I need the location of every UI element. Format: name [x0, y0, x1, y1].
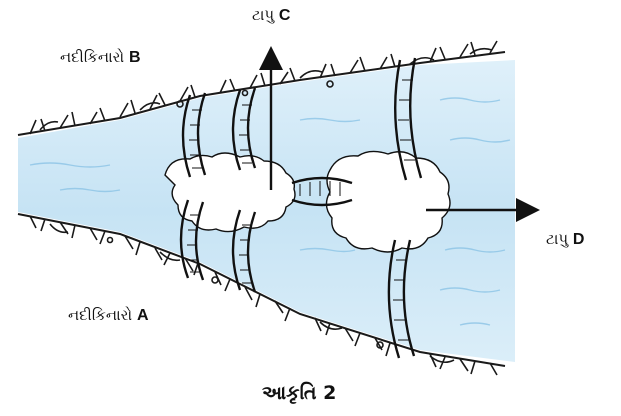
label-bank-b-text: નદીકિનારો — [60, 48, 124, 66]
label-island-c-text: ટાપુ — [252, 6, 274, 24]
label-island-c: ટાપુ C — [252, 6, 290, 25]
label-bank-b-letter: B — [129, 49, 141, 66]
label-island-d-letter: D — [573, 231, 585, 248]
label-bank-a-letter: A — [137, 307, 149, 324]
label-bank-a: નદીકિનારો A — [68, 306, 149, 325]
label-bank-b: નદીકિનારો B — [60, 48, 141, 67]
label-island-c-letter: C — [279, 7, 291, 24]
label-bank-a-text: નદીકિનારો — [68, 306, 132, 324]
label-island-d: ટાપુ D — [546, 230, 584, 249]
label-island-d-text: ટાપુ — [546, 230, 568, 248]
figure-caption: આકૃતિ 2 — [262, 382, 336, 404]
